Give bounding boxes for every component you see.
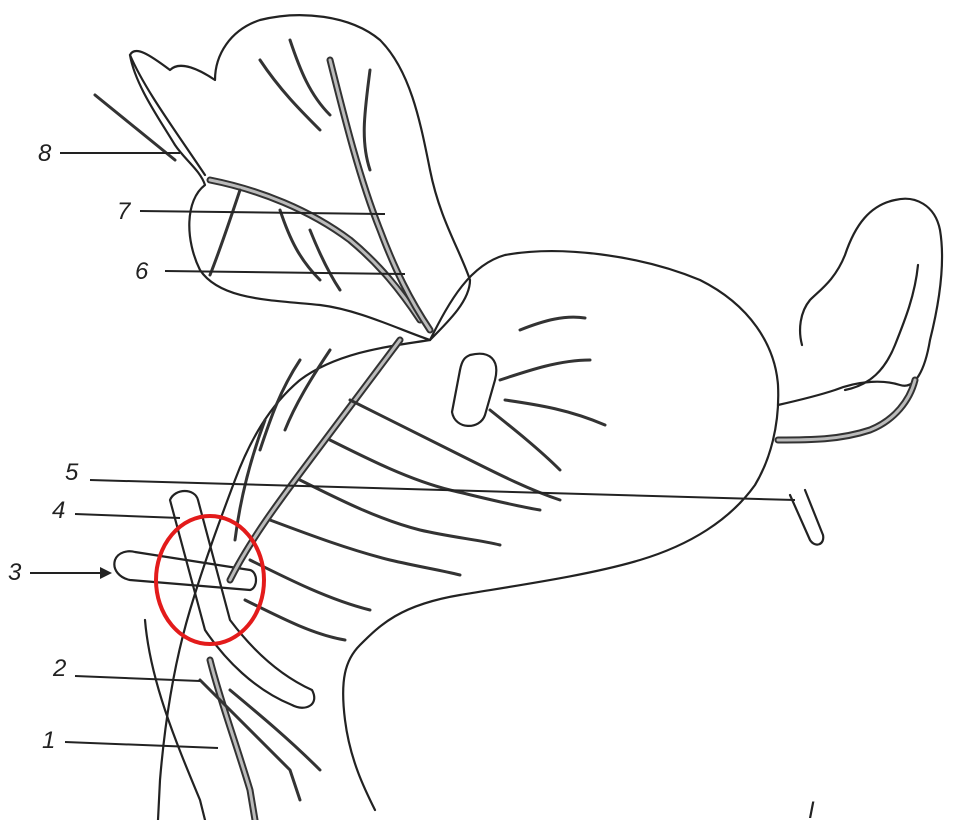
label-8: 8 (38, 140, 52, 167)
label-1: 1 (42, 727, 55, 754)
label-4: 4 (52, 497, 65, 524)
leader-4 (75, 514, 180, 518)
corner-mark: I (808, 797, 815, 820)
leader-7 (140, 211, 385, 214)
leader-2 (75, 676, 200, 681)
duodenum-outline (778, 199, 942, 405)
label-3: 3 (8, 559, 22, 586)
right-vessel-stump (790, 490, 823, 545)
label-7: 7 (117, 198, 132, 225)
central-vessel-stump (452, 354, 496, 426)
label-6: 6 (135, 258, 149, 285)
highlight-ellipse (156, 516, 264, 644)
fold-tip (130, 55, 205, 175)
leader-1 (65, 742, 218, 748)
arrow-3 (100, 567, 112, 579)
stomach-lower-edge (145, 620, 205, 820)
vessel-branches (95, 40, 605, 820)
stomach-outline (343, 251, 778, 810)
label-2: 2 (52, 655, 66, 682)
label-5: 5 (65, 459, 79, 486)
main-vessel (170, 491, 314, 708)
duodenum-inner (845, 265, 918, 390)
